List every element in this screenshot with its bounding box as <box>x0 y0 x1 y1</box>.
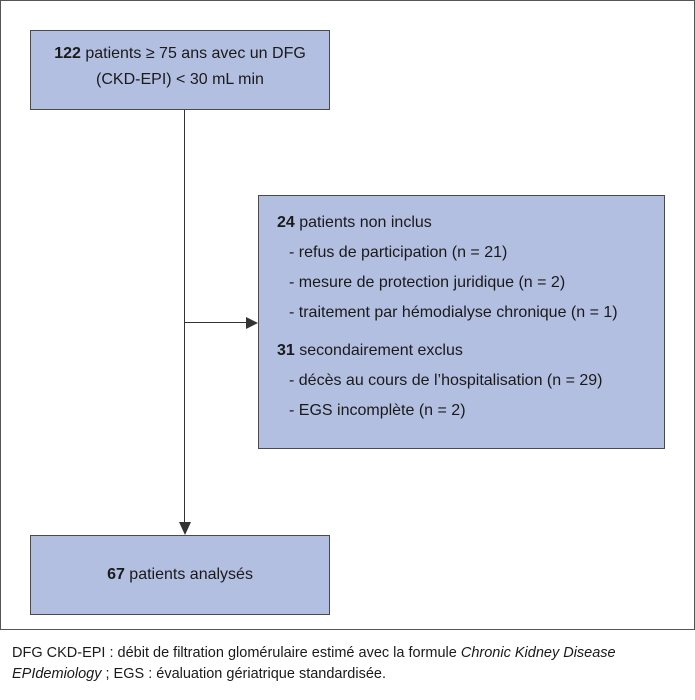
not-included-item: - refus de participation (n = 21) <box>289 244 508 261</box>
not-included-item: - traitement par hémodialyse chronique (… <box>289 304 618 321</box>
exclusion-box: 24 patients non inclus - refus de partic… <box>258 195 665 449</box>
excluded-item: - décès au cours de l’hospitalisation (n… <box>289 372 603 389</box>
footnote-text-1: DFG CKD-EPI : débit de filtration glomér… <box>12 645 461 661</box>
arrow-down-icon <box>179 522 191 535</box>
inclusion-text-1: patients ≥ 75 ans avec un DFG <box>80 45 306 62</box>
arrow-right-icon <box>246 317 258 329</box>
inclusion-text-2: (CKD-EPI) < 30 mL min <box>96 71 264 88</box>
not-included-heading: 24 patients non inclus <box>277 210 646 236</box>
inclusion-line-1: 122 patients ≥ 75 ans avec un DFG <box>39 41 321 67</box>
footnote-text-2: ; EGS : évaluation gériatrique standardi… <box>101 666 386 682</box>
analysed-label: patients analysés <box>124 566 253 583</box>
flow-vertical-line <box>184 110 185 523</box>
not-included-item: - mesure de protection juridique (n = 2) <box>289 274 566 291</box>
footnote-italic: Chronic Kidney Disease EPIdemiology <box>12 645 616 682</box>
footnote: DFG CKD-EPI : débit de filtration glomér… <box>12 643 687 685</box>
excluded-heading: 31 secondairement exclus <box>277 338 646 364</box>
excluded-label: secondairement exclus <box>294 342 463 359</box>
inclusion-box: 122 patients ≥ 75 ans avec un DFG (CKD-E… <box>30 30 330 110</box>
analysed-count: 67 <box>107 566 125 583</box>
inclusion-count: 122 <box>54 45 81 62</box>
excluded-count: 31 <box>277 342 295 359</box>
not-included-label: patients non inclus <box>294 214 432 231</box>
flow-branch-line <box>184 322 248 323</box>
analysed-box: 67 patients analysés <box>30 535 330 615</box>
not-included-count: 24 <box>277 214 295 231</box>
excluded-item: - EGS incomplète (n = 2) <box>289 402 466 419</box>
